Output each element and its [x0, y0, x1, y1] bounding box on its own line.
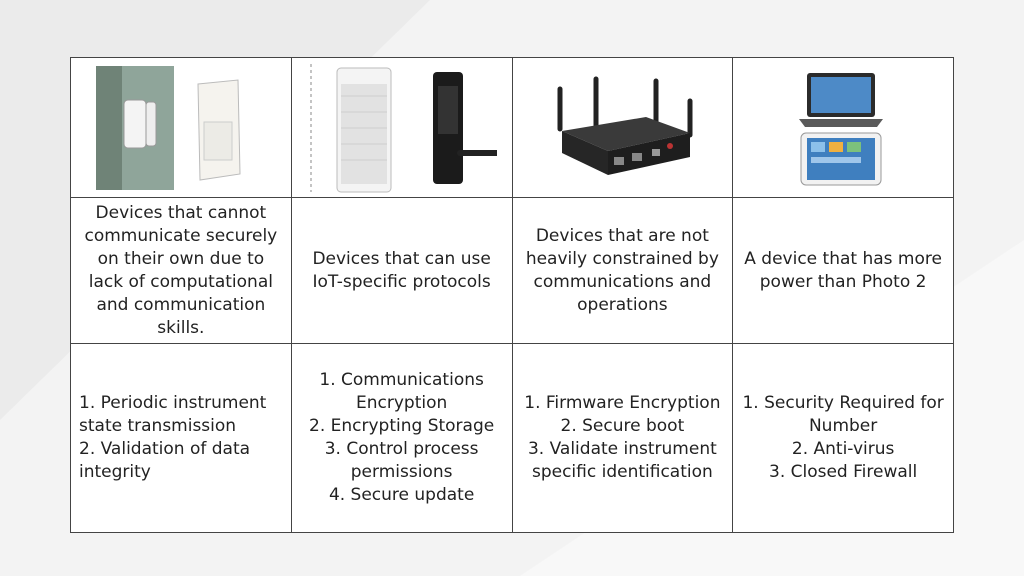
description-cell: Devices that can use IoT-specific protoc…	[290, 197, 513, 344]
image-row	[70, 57, 954, 198]
description-text: A device that has more power than Photo …	[744, 248, 942, 292]
description-row: Devices that cannot communicate securely…	[70, 197, 954, 344]
requirements-text: 1. Security Required for Number 2. Anti-…	[742, 393, 944, 482]
motion-sensor-icon	[197, 78, 241, 181]
digital-door-lock-icon	[432, 71, 497, 184]
door-sensor-icon	[123, 99, 157, 148]
requirements-cell: 1. Security Required for Number 2. Anti-…	[732, 343, 954, 533]
router-icon	[557, 76, 693, 175]
requirements-text: 1. Periodic instrument state transmissio…	[79, 393, 267, 482]
description-text: Devices that can use IoT-specific protoc…	[312, 248, 491, 292]
door-sensor-photo	[85, 61, 276, 194]
description-text: Devices that are not heavily constrained…	[525, 225, 719, 315]
description-cell: A device that has more power than Photo …	[732, 197, 954, 344]
laptop-tablet-photo	[799, 72, 884, 185]
requirements-row: 1. Periodic instrument state transmissio…	[70, 343, 954, 533]
description-cell: Devices that are not heavily constrained…	[511, 197, 734, 344]
photo-cell-4	[732, 57, 954, 198]
air-purifier-lock-photo	[310, 63, 497, 192]
photo-cell-3	[511, 57, 734, 198]
router-photo	[557, 76, 693, 175]
tablet-icon	[800, 132, 882, 185]
requirements-cell: 1. Firmware Encryption 2. Secure boot 3.…	[511, 343, 734, 533]
device-security-table: Devices that cannot communicate securely…	[70, 57, 954, 533]
requirements-text: 1. Firmware Encryption 2. Secure boot 3.…	[524, 393, 721, 482]
photo-cell-2	[290, 57, 513, 198]
photo-cell-1	[70, 57, 292, 198]
air-purifier-icon	[336, 67, 392, 192]
requirements-cell: 1. Communications Encryption 2. Encrypti…	[290, 343, 513, 533]
requirements-cell: 1. Periodic instrument state transmissio…	[70, 343, 292, 533]
requirements-text: 1. Communications Encryption 2. Encrypti…	[309, 370, 495, 505]
laptop-icon	[799, 72, 884, 127]
description-cell: Devices that cannot communicate securely…	[70, 197, 292, 344]
description-text: Devices that cannot communicate securely…	[84, 202, 278, 338]
